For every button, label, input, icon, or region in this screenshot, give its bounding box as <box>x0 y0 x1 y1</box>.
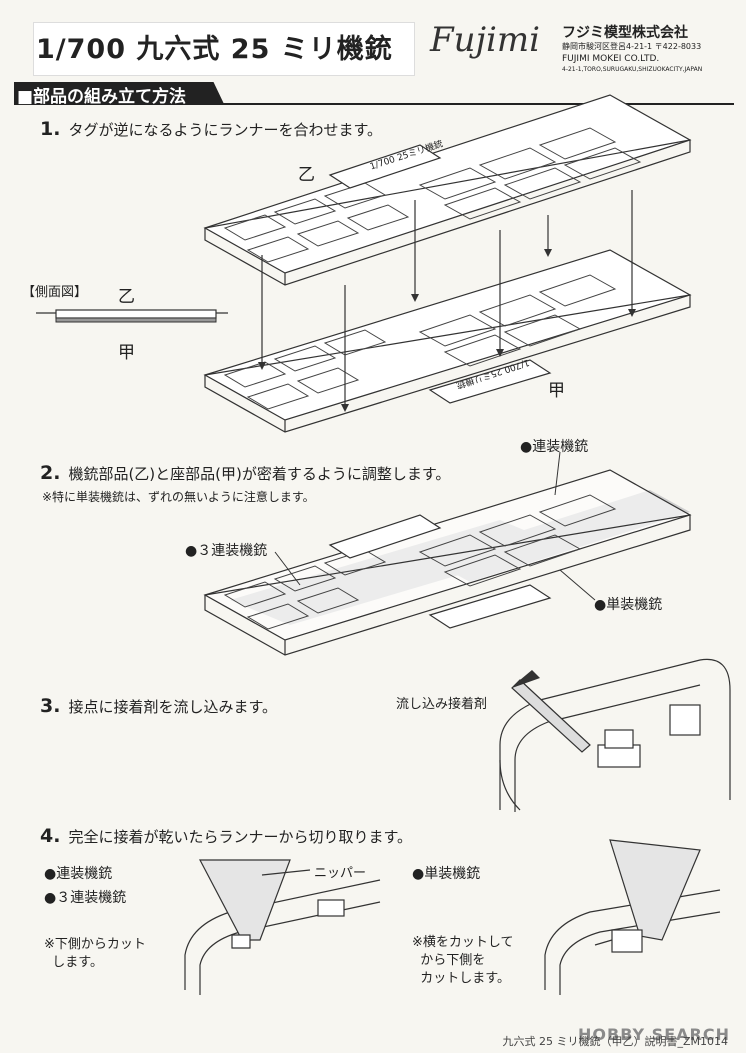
side-view-otsu: 乙 <box>118 287 135 307</box>
step-2-note: ※特に単装機銃は、ずれの無いように注意します。 <box>42 490 315 504</box>
gun-mount-2 <box>669 704 701 736</box>
triple-mount-part <box>317 899 345 917</box>
left-cut-scene <box>184 859 381 995</box>
step-4-label-twin: ●連装機銃 <box>44 866 113 882</box>
section-title-bar <box>14 82 224 104</box>
company-address-en: 4-21-1,TORO,SURUGAKU,SHIZUOKACITY,JAPAN <box>562 66 703 73</box>
label-cement: 流し込み接着剤 <box>396 697 488 712</box>
step-1-instruction: 1. タグが逆になるようにランナーを合わせます。 <box>40 118 382 140</box>
gun-mount-body <box>604 729 634 749</box>
lower-runner-tag <box>428 359 552 404</box>
alignment-arrowheads <box>258 249 636 412</box>
side-view-title: 【側面図】 <box>22 285 88 300</box>
nipper-blade-left <box>199 859 291 941</box>
watermark: HOBBY SEARCH <box>578 1025 730 1044</box>
step-4-label-triple: ●３連装機銃 <box>44 890 127 906</box>
section-divider <box>14 103 734 105</box>
label-leader-lines <box>274 451 596 601</box>
label-twin-mount: ●連装機銃 <box>520 439 589 455</box>
title-box <box>33 22 415 76</box>
right-cut-scene <box>544 839 721 995</box>
company-address-jp: 静岡市駿河区登呂4-21-1 〒422-8033 <box>562 42 702 51</box>
step-2-text: 機銃部品(乙)と座部品(甲)が密着するように調整します。 <box>68 465 451 483</box>
company-name: フジミ模型株式会社 <box>562 25 688 41</box>
step-3-instruction: 3. 接点に接着剤を流し込みます。 <box>40 695 277 717</box>
upper-runner-tag <box>328 144 442 189</box>
single-mount-part <box>611 929 643 953</box>
label-triple-mount: ●３連装機銃 <box>185 543 268 559</box>
twin-mount-part <box>231 934 251 949</box>
label-otsu: 乙 <box>298 165 315 185</box>
label-kou: 甲 <box>548 381 565 401</box>
section-title: ■部品の組み立て方法 <box>17 87 187 107</box>
footer-text: 九六式 25 ミリ機銃（甲乙）説明書_ZM1014 <box>502 1035 728 1048</box>
label-nipper: ニッパー <box>314 866 367 881</box>
step-1-number: 1. <box>40 118 61 140</box>
step-4-instruction: 4. 完全に接着が乾いたらランナーから切り取ります。 <box>40 825 412 847</box>
fujimi-logo: Fujimi <box>430 20 541 60</box>
nipper-blade-right <box>609 839 701 941</box>
step-2-instruction: 2. 機銃部品(乙)と座部品(甲)が密着するように調整します。 <box>40 462 450 484</box>
step-4-number: 4. <box>40 825 61 847</box>
label-single-mount: ●単装機銃 <box>594 597 663 613</box>
step-4-label-single: ●単装機銃 <box>412 866 481 882</box>
step-4-note-left: ※下側からカット します。 <box>44 937 146 970</box>
side-view-base <box>55 317 217 323</box>
step-4-text: 完全に接着が乾いたらランナーから切り取ります。 <box>68 828 412 846</box>
step-2-number: 2. <box>40 462 61 484</box>
step-1-text: タグが逆になるようにランナーを合わせます。 <box>68 121 382 139</box>
lower-runner-cells <box>223 274 617 410</box>
alignment-arrows <box>261 190 633 410</box>
step-3-text: 接点に接着剤を流し込みます。 <box>68 698 277 716</box>
side-view-kou: 甲 <box>118 343 135 363</box>
page-title: 1/700 九六式 25 ミリ機銃 <box>36 34 393 65</box>
step-4-note-right: ※横をカットして から下側を カットします。 <box>412 935 514 986</box>
step-3-number: 3. <box>40 695 61 717</box>
company-name-en: FUJIMI MOKEI CO.LTD. <box>562 54 660 64</box>
